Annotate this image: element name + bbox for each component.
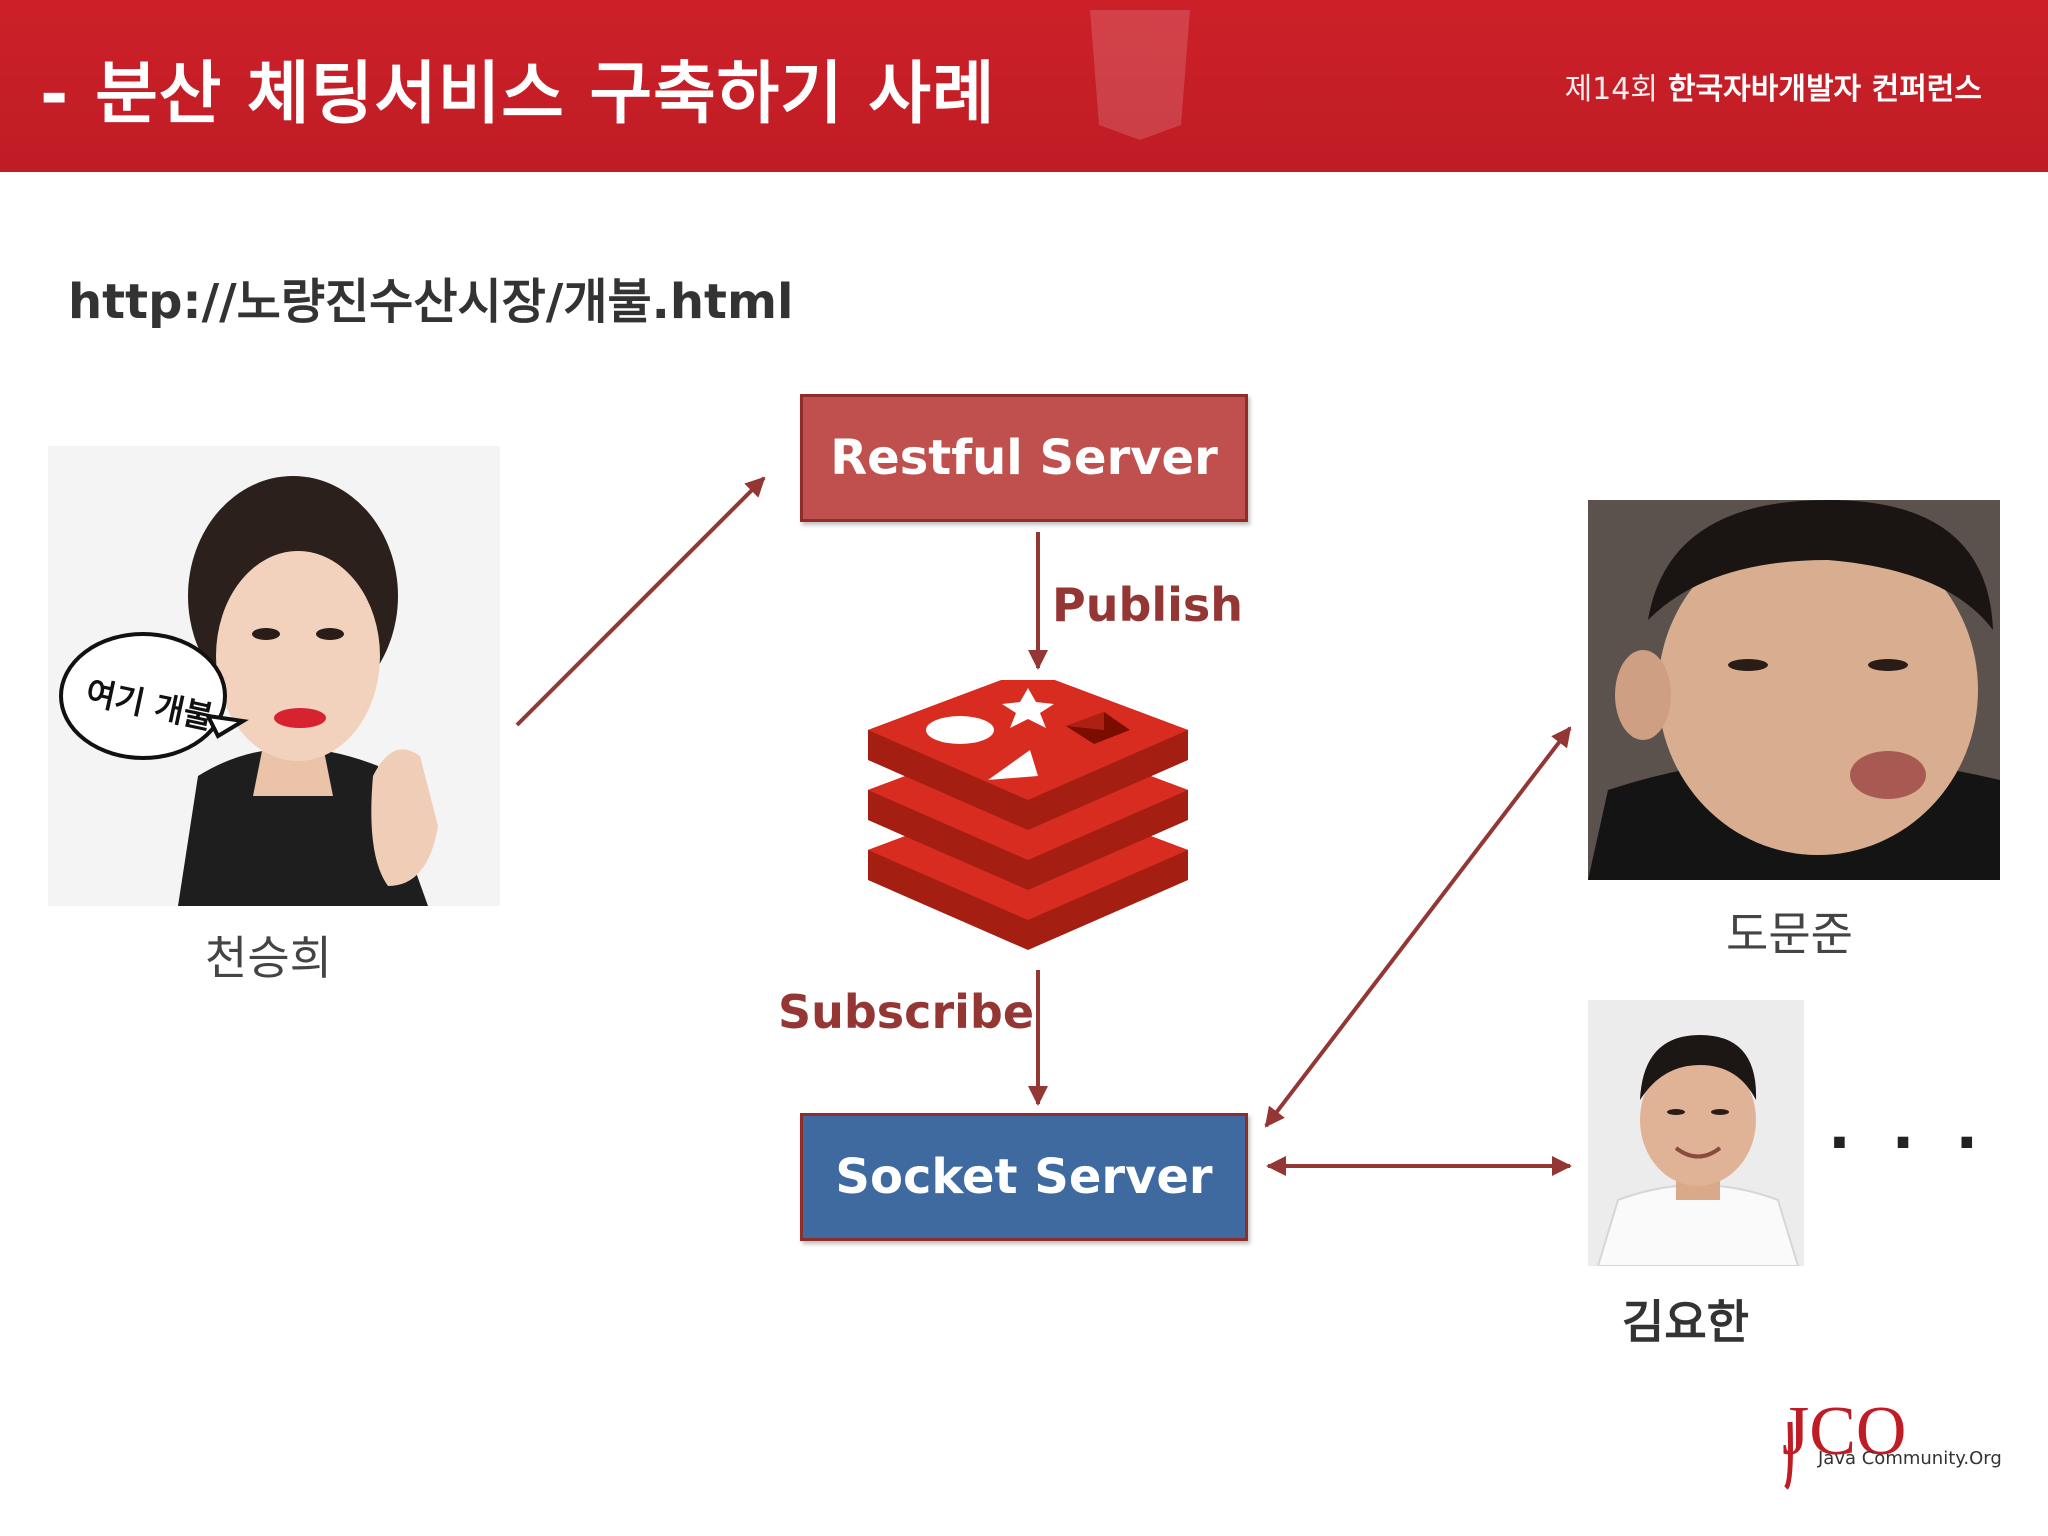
conference-label: 제14회 한국자바개발자 컨퍼런스 <box>1565 64 1982 108</box>
title-text: 분산 체팅서비스 구축하기 사례 <box>95 55 996 134</box>
title-dash: - <box>40 55 70 134</box>
jco-logo-j: JCO <box>1782 1393 1906 1470</box>
redis-logo-icon <box>868 680 1188 950</box>
socket-server-box: Socket Server <box>800 1113 1248 1241</box>
person-name-right-top: 도문준 <box>1726 907 1853 961</box>
person-name-left: 천승희 <box>205 931 332 985</box>
person-photo-right-bottom <box>1588 1000 1804 1266</box>
woman-portrait-image <box>48 446 500 906</box>
person-photo-right-top <box>1588 500 2000 880</box>
slide-title: -분산 체팅서비스 구축하기 사례 <box>40 38 996 138</box>
more-users-ellipsis: · · · <box>1828 1108 1989 1178</box>
jco-logo-icon: JCO <box>1782 1393 1906 1490</box>
redis-star-shape <box>1002 688 1054 728</box>
man-portrait-image-1 <box>1588 500 2000 880</box>
arrow-user-to-restful <box>515 476 766 727</box>
url-text: http://노량진수산시장/개불.html <box>68 274 794 330</box>
jco-logo-subtitle: Java Community.Org <box>1818 1448 2002 1469</box>
redis-circle-shape <box>926 716 994 744</box>
conference-name: 한국자바개발자 컨퍼런스 <box>1667 72 1982 107</box>
redis-triangle-shape <box>988 750 1038 780</box>
html5-watermark-icon <box>1090 10 1190 140</box>
person-photo-left <box>48 446 500 906</box>
conference-edition: 제14회 <box>1564 72 1658 107</box>
publish-label: Publish <box>1052 578 1244 632</box>
header-bar: -분산 체팅서비스 구축하기 사례 제14회 한국자바개발자 컨퍼런스 <box>0 0 2048 172</box>
subscribe-label: Subscribe <box>778 985 1035 1039</box>
restful-server-box: Restful Server <box>800 394 1248 522</box>
person-name-right-bottom: 김요한 <box>1622 1295 1749 1349</box>
arrow-socket-right-top <box>1264 726 1572 1128</box>
man-portrait-image-2 <box>1588 1000 1804 1266</box>
